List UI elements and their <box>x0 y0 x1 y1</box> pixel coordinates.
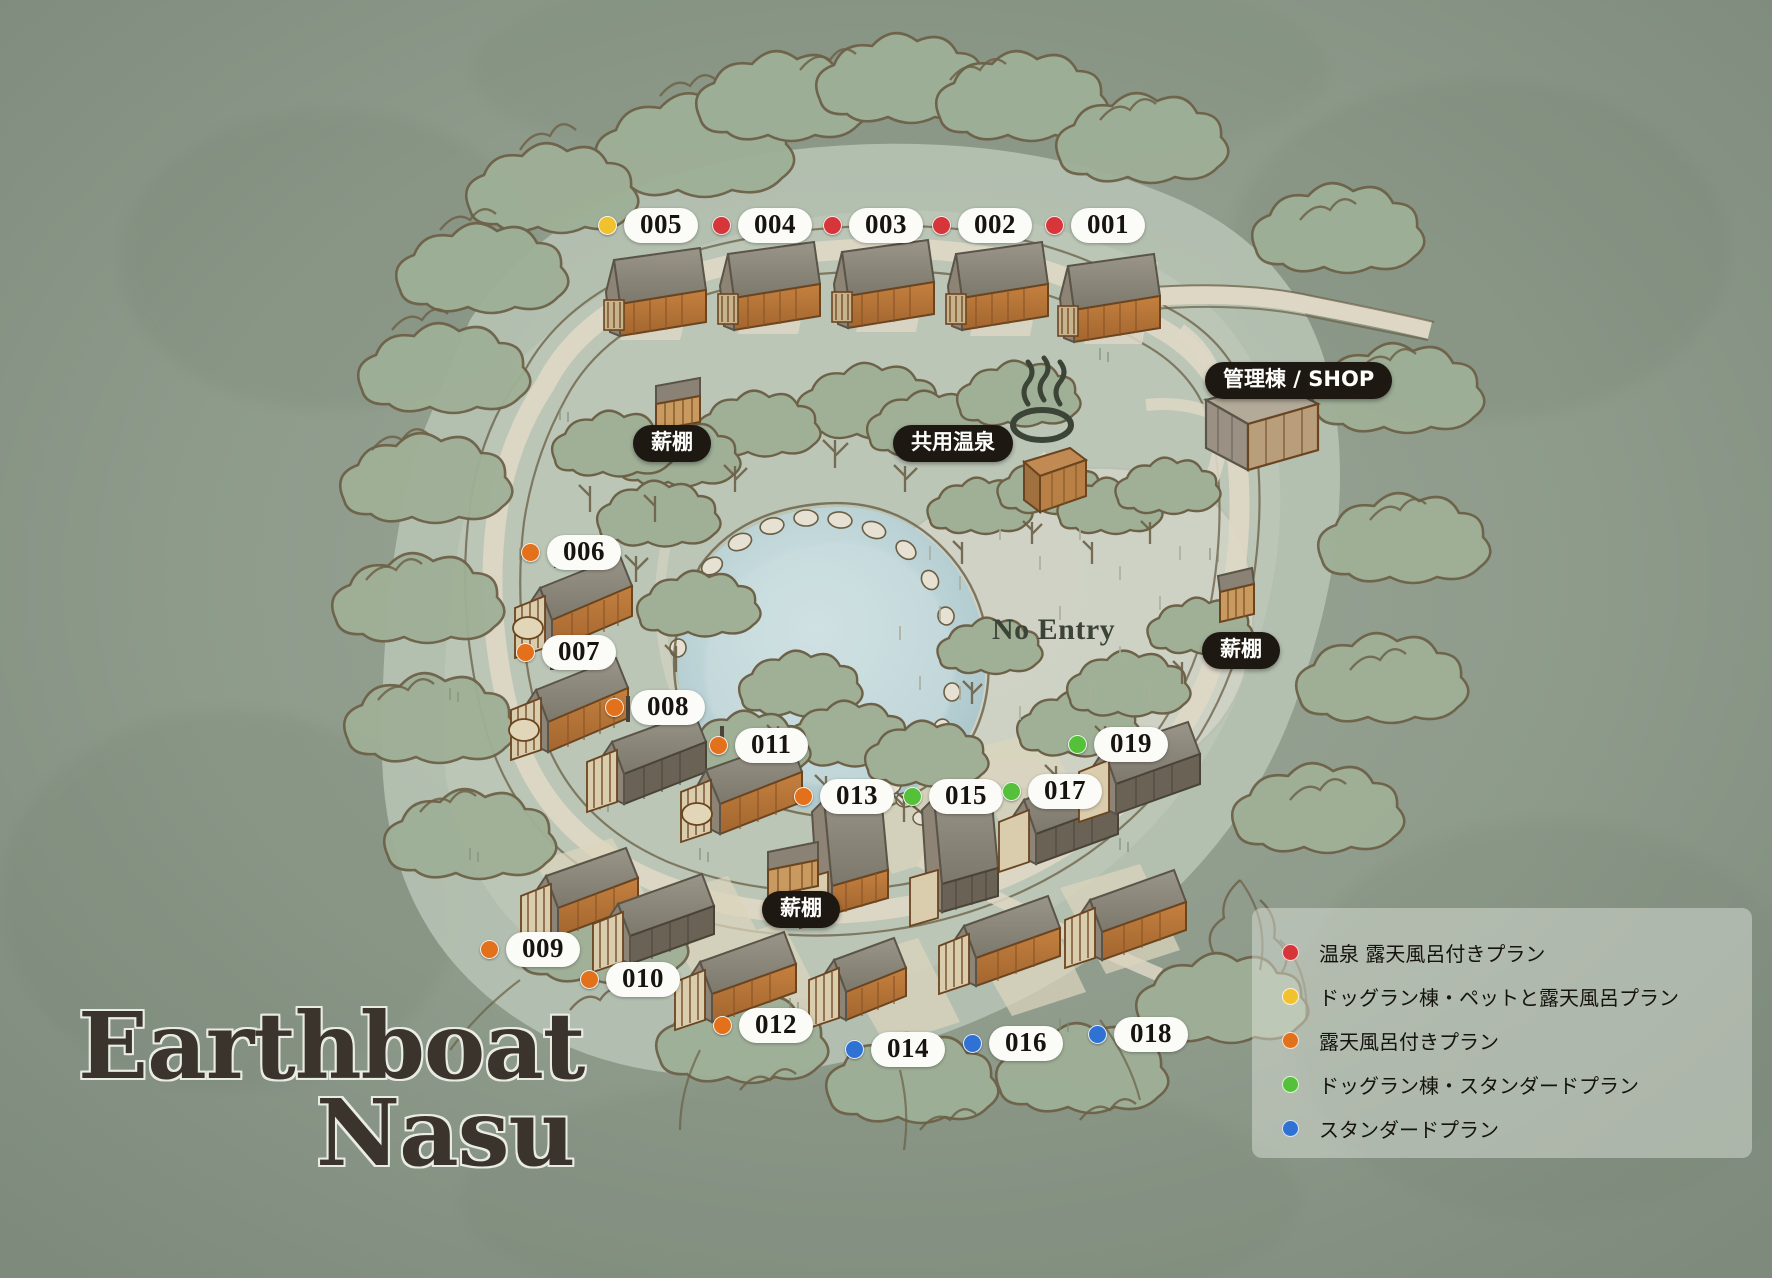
plan-dot-orange-icon <box>709 736 728 755</box>
cabin-number-label: 008 <box>631 690 705 725</box>
cabin-marker-016[interactable]: 016 <box>963 1026 1063 1061</box>
title-line-2: Nasu <box>316 1079 575 1188</box>
cabin-marker-011[interactable]: 011 <box>709 728 808 763</box>
cabin-marker-006[interactable]: 006 <box>521 535 621 570</box>
plan-dot-green-icon <box>903 787 922 806</box>
legend-dot-orange-icon <box>1282 1031 1299 1049</box>
plan-dot-orange-icon <box>605 698 624 717</box>
plan-dot-yellow-icon <box>598 216 617 235</box>
legend-label: ドッグラン棟・ペットと露天風呂プラン <box>1319 985 1679 1010</box>
cabin-marker-009[interactable]: 009 <box>480 932 580 967</box>
cabin-marker-005[interactable]: 005 <box>598 208 698 243</box>
cabin-marker-014[interactable]: 014 <box>845 1032 945 1067</box>
cabin-marker-017[interactable]: 017 <box>1002 774 1102 809</box>
legend-item-red: 温泉 露天風呂付きプラン <box>1282 930 1752 974</box>
cabin-marker-015[interactable]: 015 <box>903 779 1003 814</box>
legend-label: 露天風呂付きプラン <box>1319 1029 1499 1054</box>
cabin-marker-001[interactable]: 001 <box>1045 208 1145 243</box>
plan-dot-green-icon <box>1068 735 1087 754</box>
cabin-number-label: 011 <box>735 728 808 763</box>
facility-label-firewood-shed-north[interactable]: 薪棚 <box>633 425 711 462</box>
legend-item-yellow: ドッグラン棟・ペットと露天風呂プラン <box>1282 974 1752 1018</box>
plan-dot-blue-icon <box>963 1034 982 1053</box>
plan-dot-red-icon <box>712 216 731 235</box>
facility-label-shared-onsen[interactable]: 共用温泉 <box>893 425 1013 462</box>
cabin-number-label: 016 <box>989 1026 1063 1061</box>
legend-panel: 温泉 露天風呂付きプランドッグラン棟・ペットと露天風呂プラン露天風呂付きプランド… <box>1252 908 1752 1158</box>
legend-item-orange: 露天風呂付きプラン <box>1282 1018 1752 1062</box>
cabin-number-label: 003 <box>849 208 923 243</box>
facility-label-firewood-shed-south[interactable]: 薪棚 <box>762 891 840 928</box>
legend-label: ドッグラン棟・スタンダードプラン <box>1319 1073 1639 1098</box>
plan-dot-orange-icon <box>580 970 599 989</box>
no-entry-label: No Entry <box>992 613 1116 646</box>
cabin-number-label: 012 <box>739 1008 813 1043</box>
cabin-number-label: 018 <box>1114 1017 1188 1052</box>
legend-label: 温泉 露天風呂付きプラン <box>1319 941 1546 966</box>
cabin-number-label: 007 <box>542 635 616 670</box>
legend-label: スタンダードプラン <box>1319 1117 1499 1142</box>
facility-label-firewood-shed-east[interactable]: 薪棚 <box>1202 632 1280 669</box>
plan-dot-red-icon <box>932 216 951 235</box>
legend-item-blue: スタンダードプラン <box>1282 1106 1752 1150</box>
plan-dot-green-icon <box>1002 782 1021 801</box>
cabin-marker-008[interactable]: 008 <box>605 690 705 725</box>
plan-dot-blue-icon <box>1088 1025 1107 1044</box>
cabin-number-label: 001 <box>1071 208 1145 243</box>
cabin-marker-007[interactable]: 007 <box>516 635 616 670</box>
cabin-number-label: 013 <box>820 779 894 814</box>
cabin-number-label: 019 <box>1094 727 1168 762</box>
plan-dot-red-icon <box>823 216 842 235</box>
cabin-number-label: 009 <box>506 932 580 967</box>
cabin-number-label: 006 <box>547 535 621 570</box>
plan-dot-orange-icon <box>521 543 540 562</box>
plan-dot-orange-icon <box>713 1016 732 1035</box>
cabin-marker-018[interactable]: 018 <box>1088 1017 1188 1052</box>
cabin-marker-012[interactable]: 012 <box>713 1008 813 1043</box>
plan-dot-blue-icon <box>845 1040 864 1059</box>
legend-dot-red-icon <box>1282 943 1299 961</box>
cabin-number-label: 002 <box>958 208 1032 243</box>
map-title: Earthboat Nasu <box>78 992 585 1188</box>
legend-dot-green-icon <box>1282 1075 1299 1093</box>
cabin-marker-013[interactable]: 013 <box>794 779 894 814</box>
cabin-number-label: 015 <box>929 779 1003 814</box>
legend-dot-blue-icon <box>1282 1119 1299 1137</box>
cabin-marker-002[interactable]: 002 <box>932 208 1032 243</box>
cabin-marker-010[interactable]: 010 <box>580 962 680 997</box>
plan-dot-orange-icon <box>480 940 499 959</box>
plan-dot-red-icon <box>1045 216 1064 235</box>
cabin-number-label: 014 <box>871 1032 945 1067</box>
legend-dot-yellow-icon <box>1282 987 1299 1005</box>
cabin-number-label: 005 <box>624 208 698 243</box>
plan-dot-orange-icon <box>794 787 813 806</box>
cabin-number-label: 004 <box>738 208 812 243</box>
title-line-1: Earthboat <box>78 992 585 1100</box>
legend-item-green: ドッグラン棟・スタンダードプラン <box>1282 1062 1752 1106</box>
cabin-number-label: 017 <box>1028 774 1102 809</box>
cabin-marker-003[interactable]: 003 <box>823 208 923 243</box>
cabin-marker-004[interactable]: 004 <box>712 208 812 243</box>
cabin-marker-019[interactable]: 019 <box>1068 727 1168 762</box>
cabin-number-label: 010 <box>606 962 680 997</box>
facility-label-shop[interactable]: 管理棟 / SHOP <box>1205 362 1393 399</box>
plan-dot-orange-icon <box>516 643 535 662</box>
